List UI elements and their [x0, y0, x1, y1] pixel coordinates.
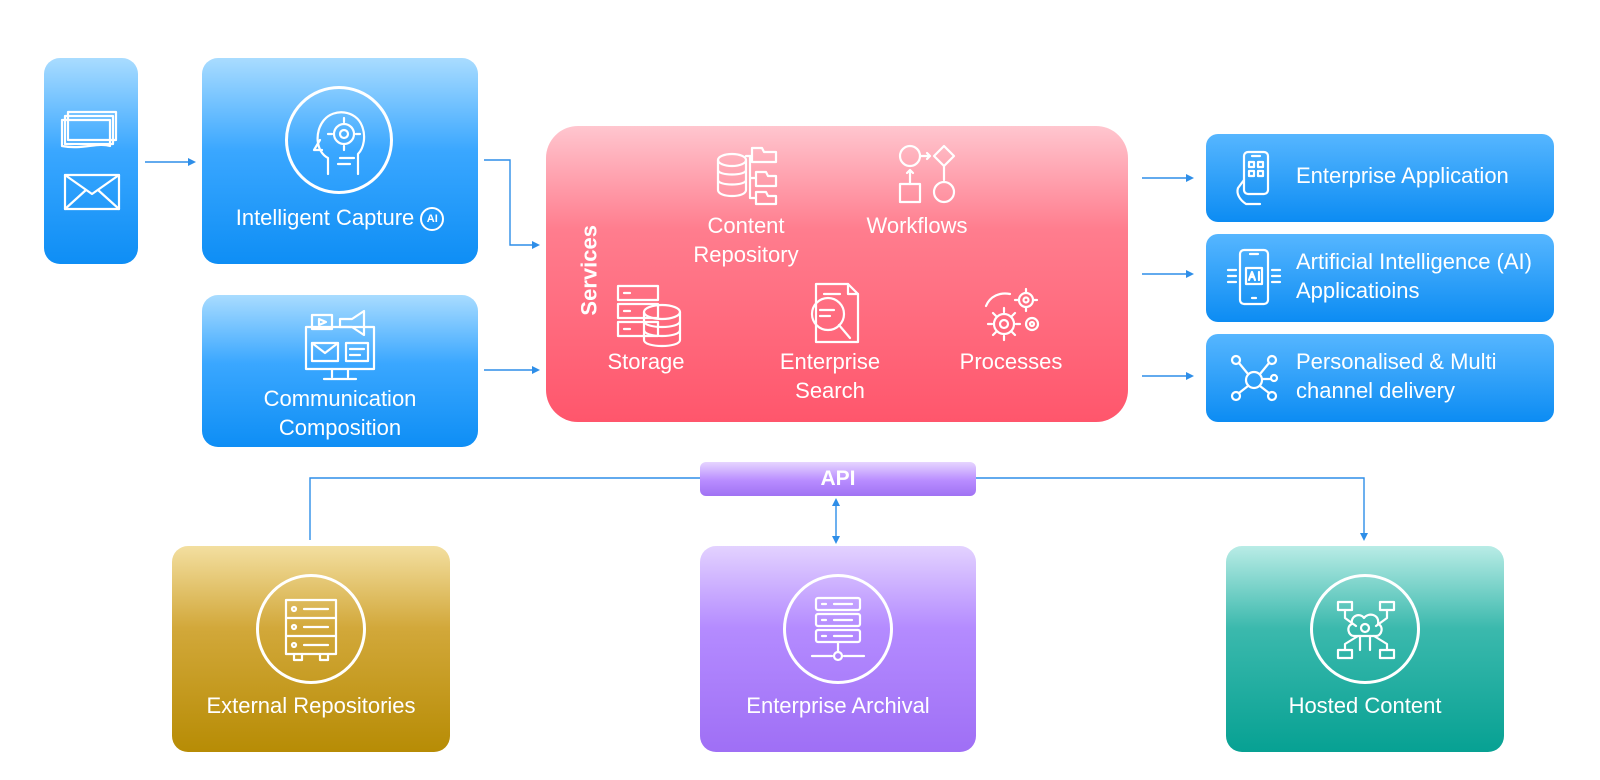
- service-processes: Processes: [959, 349, 1063, 374]
- enterprise-archival-label: Enterprise Archival: [746, 693, 930, 718]
- cloud-circuit-icon: [1336, 600, 1396, 660]
- workflow-icon: [898, 144, 956, 204]
- communication-composition-box: Communication Composition: [202, 295, 478, 447]
- server-database-icon: [616, 284, 682, 348]
- input-sources-box: [44, 58, 138, 264]
- service-content-repository: Content Repository: [693, 213, 799, 267]
- hosted-content-label: Hosted Content: [1288, 693, 1442, 718]
- ai-badge: AI: [420, 207, 445, 232]
- service-storage: Storage: [607, 349, 685, 374]
- ai-head-icon-ring: [285, 86, 393, 194]
- service-workflows: Workflows: [866, 213, 968, 238]
- document-search-icon: [810, 282, 860, 344]
- cloud-circuit-icon-ring: [1310, 574, 1420, 684]
- gears-icon: [984, 287, 1040, 342]
- database-folders-icon: [716, 146, 778, 206]
- documents-icon: [60, 110, 118, 149]
- smartphone-hand-icon: [1236, 150, 1270, 206]
- server-network-icon-ring: [783, 574, 893, 684]
- server-rack-icon: [284, 598, 338, 662]
- hosted-content-box: Hosted Content: [1226, 546, 1504, 752]
- server-network-icon: [810, 596, 866, 662]
- ai-head-icon: [312, 111, 366, 176]
- output-enterprise-application-label: Enterprise Application: [1296, 163, 1509, 188]
- line-external-to-api: [309, 477, 700, 540]
- api-bar: API: [700, 462, 976, 496]
- enterprise-archival-box: Enterprise Archival: [700, 546, 976, 752]
- network-nodes-icon: [1230, 354, 1279, 402]
- line-api-to-hosted: [976, 477, 1365, 536]
- media-compose-icon: [304, 309, 376, 381]
- communication-composition-label: Communication Composition: [263, 386, 417, 440]
- mail-icon: [63, 173, 121, 211]
- services-box: Content Repository Workflows Storage Ent…: [546, 126, 1128, 422]
- external-repositories-label: External Repositories: [206, 693, 416, 718]
- output-personalised-delivery-label: Personalised & Multi channel delivery: [1296, 349, 1497, 403]
- server-rack-icon-ring: [256, 574, 366, 684]
- services-title: Services: [576, 225, 602, 316]
- output-personalised-delivery: Personalised & Multi channel delivery: [1206, 334, 1554, 422]
- output-enterprise-application: Enterprise Application: [1206, 134, 1554, 222]
- service-enterprise-search: Enterprise Search: [779, 349, 881, 403]
- intelligent-capture-text: Intelligent Capture: [235, 205, 415, 230]
- output-ai-applications: Artificial Intelligence (AI) Applicatioi…: [1206, 234, 1554, 322]
- output-ai-applications-label: Artificial Intelligence (AI) Applicatioi…: [1296, 249, 1532, 303]
- arrow-capture-to-services: [484, 159, 536, 246]
- external-repositories-box: External Repositories: [172, 546, 450, 752]
- ai-phone-icon: [1226, 248, 1282, 306]
